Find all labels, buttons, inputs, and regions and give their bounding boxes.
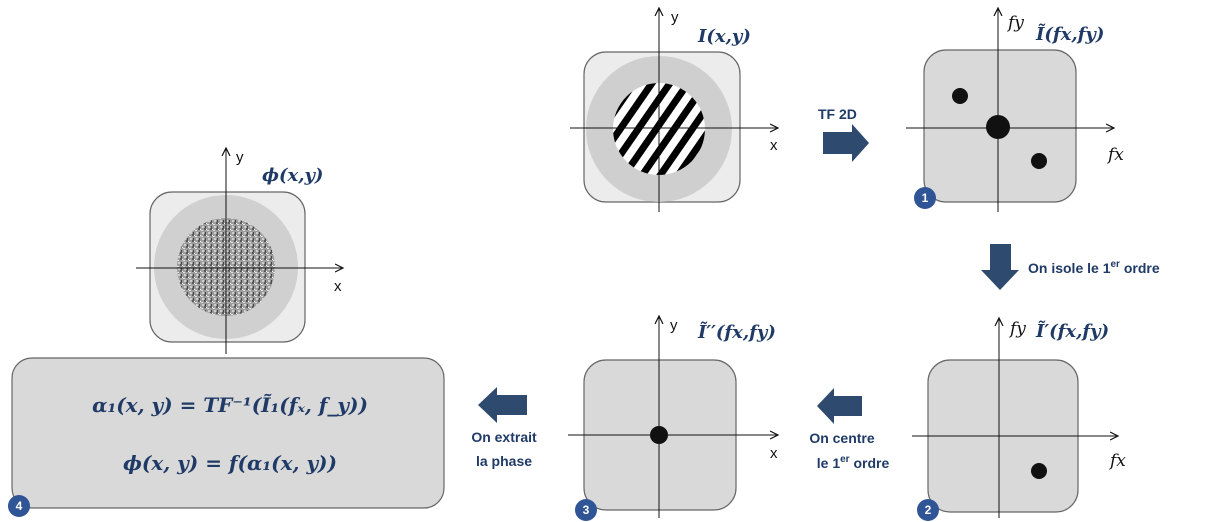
down-arrow-icon (981, 244, 1019, 290)
isolated-panel: fx fy Ĩ′(fx,fy) 2 (912, 318, 1126, 521)
fy-label: fy (1006, 13, 1024, 33)
fx-label: fx (1108, 451, 1126, 471)
extract-label-line1: On extrait (471, 429, 537, 445)
extract-label-line2: la phase (476, 453, 532, 469)
formula-frame (12, 358, 444, 508)
equation-alpha: α₁(x, y) = TF⁻¹(Ĩ₁(fₓ, f_y)) (92, 393, 368, 417)
spectrum-title: Ĩ(fx,fy) (1035, 22, 1104, 45)
phase-title: ϕ(x,y) (262, 165, 323, 186)
spectrum-panel: fx fy Ĩ(fx,fy) 1 (906, 8, 1124, 212)
step-badge-2-label: 2 (925, 503, 932, 517)
fy-label: fy (1008, 319, 1026, 339)
right-arrow-icon (823, 124, 869, 162)
equation-phase: ϕ(x, y) = f(α₁(x, y)) (123, 451, 337, 475)
isolate-step: On isole le 1er ordre (981, 244, 1160, 290)
isolate-label: On isole le 1er ordre (1028, 259, 1160, 276)
intensity-title: I(x,y) (697, 26, 751, 47)
left-arrow-icon (817, 388, 862, 424)
y-axis-label: y (670, 317, 678, 334)
centered-title: Ĩ′′(fx,fy) (697, 320, 776, 343)
fx-label: fx (1106, 145, 1124, 165)
x-axis-label: x (770, 137, 778, 154)
order-minus1-dot (952, 88, 968, 104)
order-plus1-dot (1031, 463, 1047, 479)
centered-panel: x y Ĩ′′(fx,fy) 3 (568, 316, 778, 521)
x-axis-label: x (770, 445, 778, 462)
step-badge-3-label: 3 (583, 503, 590, 517)
y-axis-label: y (671, 9, 679, 26)
isolated-title: Ĩ′(fx,fy) (1035, 319, 1109, 342)
center-label-line1: On centre (809, 430, 875, 446)
phase-panel: x y ϕ(x,y) (136, 148, 343, 354)
center-step: On centre le 1er ordre (809, 388, 889, 471)
order-centered-dot (650, 426, 668, 444)
step-badge-4-label: 4 (16, 499, 23, 513)
formula-box: α₁(x, y) = TF⁻¹(Ĩ₁(fₓ, f_y)) ϕ(x, y) = f… (8, 358, 444, 517)
order-0-dot (986, 115, 1010, 139)
step-badge-1-label: 1 (922, 191, 929, 205)
tf2d-label: TF 2D (818, 106, 857, 122)
tf2d-step: TF 2D (818, 106, 869, 162)
extract-step: On extrait la phase (471, 387, 537, 469)
x-axis-label: x (334, 278, 342, 295)
y-axis-label: y (236, 149, 244, 166)
center-label-line2: le 1er ordre (817, 454, 890, 471)
order-plus1-dot (1031, 153, 1047, 169)
left-arrow-icon (478, 387, 527, 423)
intensity-panel: x y I(x,y) (560, 8, 794, 212)
